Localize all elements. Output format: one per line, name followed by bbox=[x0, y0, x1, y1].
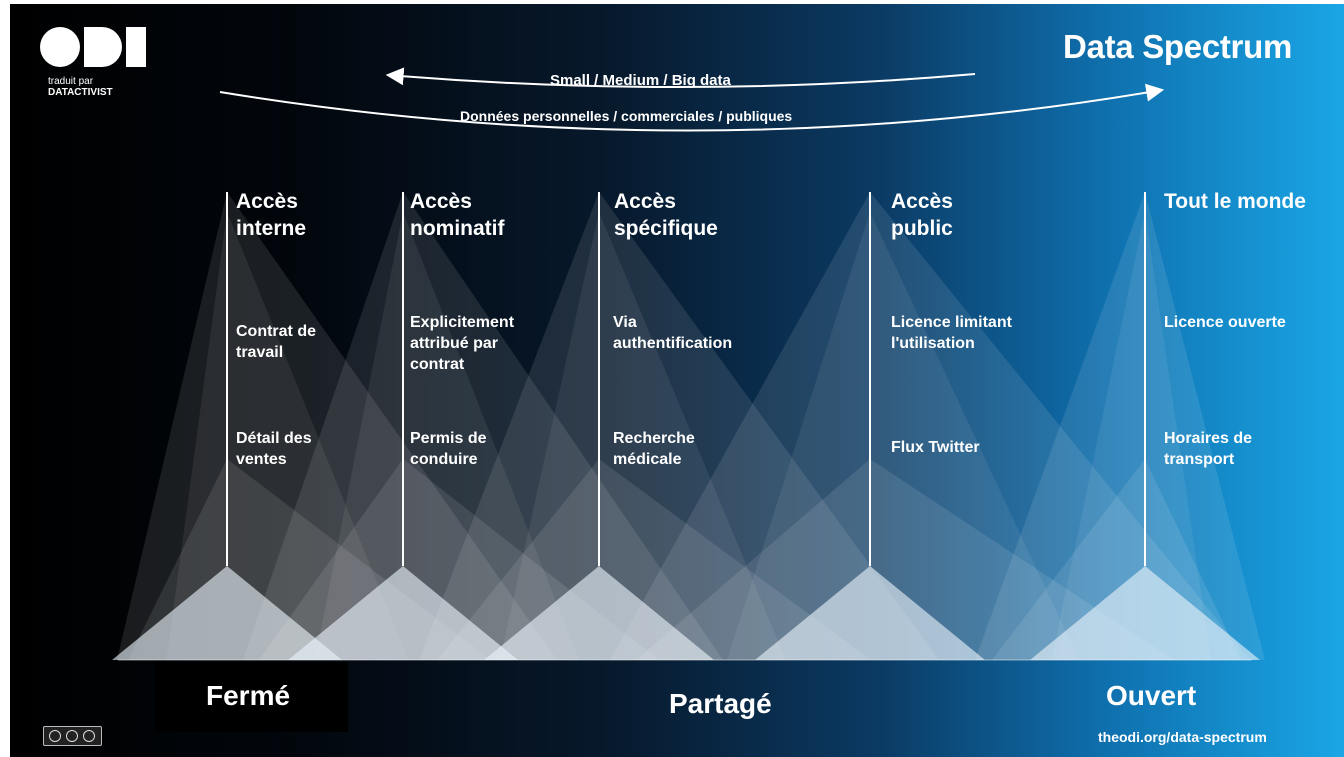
logo-partner: DATACTIVIST bbox=[48, 87, 113, 98]
beam-base bbox=[484, 566, 714, 660]
example-flux-twitter: Flux Twitter bbox=[891, 439, 980, 456]
example-permis-de-conduire: Permis de conduire bbox=[410, 430, 487, 468]
example-contrat-de-travail: Contrat de travail bbox=[236, 323, 316, 361]
label-ferme: Fermé bbox=[206, 680, 291, 711]
beam-mid bbox=[636, 459, 1174, 660]
beam-cone-inner bbox=[1051, 212, 1211, 660]
beam-cone bbox=[610, 192, 1250, 660]
beam-base bbox=[1030, 566, 1260, 660]
beam-base bbox=[288, 566, 518, 660]
source-url: theodi.org/data-spectrum bbox=[1098, 729, 1267, 745]
odi-logo: traduit par DATACTIVIST bbox=[40, 26, 150, 98]
beam-cone-inner bbox=[727, 212, 1079, 660]
example-recherche-medicale: Recherche médicale bbox=[613, 430, 695, 468]
ferme-label-box bbox=[155, 662, 348, 732]
beam-cone bbox=[975, 192, 1265, 660]
data-spectrum-diagram: traduit par DATACTIVIST Data Spectrum Sm… bbox=[10, 4, 1344, 757]
example-licence-limitant: Licence limitant l'utilisation bbox=[891, 314, 1012, 352]
logo-subtitle: traduit par bbox=[48, 76, 94, 87]
heading-tout-le-monde: Tout le monde bbox=[1164, 190, 1306, 213]
beam-cone bbox=[243, 192, 723, 660]
spectrum-beams bbox=[112, 67, 1265, 661]
beam-base bbox=[755, 566, 985, 660]
example-licence-ouverte: Licence ouverte bbox=[1164, 314, 1286, 331]
odi-logo-icon bbox=[40, 27, 146, 67]
example-explicitement-attribue: Explicitement attribué par contrat bbox=[410, 314, 515, 373]
arc-top-arrow bbox=[385, 67, 976, 89]
beam-cone-inner bbox=[315, 212, 579, 660]
heading-acces-interne: Accès interne bbox=[236, 190, 307, 240]
arc-bottom-label: Données personnelles / commerciales / pu… bbox=[460, 108, 793, 124]
label-ouvert: Ouvert bbox=[1106, 680, 1197, 711]
example-via-authentification: Via authentification bbox=[613, 314, 733, 352]
heading-acces-public: Accès public bbox=[891, 190, 953, 240]
heading-acces-nominatif: Accès nominatif bbox=[410, 190, 505, 240]
creative-commons-icon bbox=[43, 726, 102, 746]
beam-cone bbox=[419, 192, 939, 660]
example-detail-des-ventes: Détail des ventes bbox=[236, 430, 312, 468]
label-partage: Partagé bbox=[669, 688, 772, 719]
arc-top-label: Small / Medium / Big data bbox=[550, 72, 731, 89]
heading-acces-specifique: Accès spécifique bbox=[614, 190, 718, 240]
example-horaires-de-transport: Horaires de transport bbox=[1164, 430, 1253, 468]
beam-base bbox=[112, 566, 342, 660]
beam-cone-inner bbox=[500, 212, 786, 660]
page-title: Data Spectrum bbox=[1063, 28, 1293, 65]
arc-bottom-arrow bbox=[219, 83, 1165, 132]
